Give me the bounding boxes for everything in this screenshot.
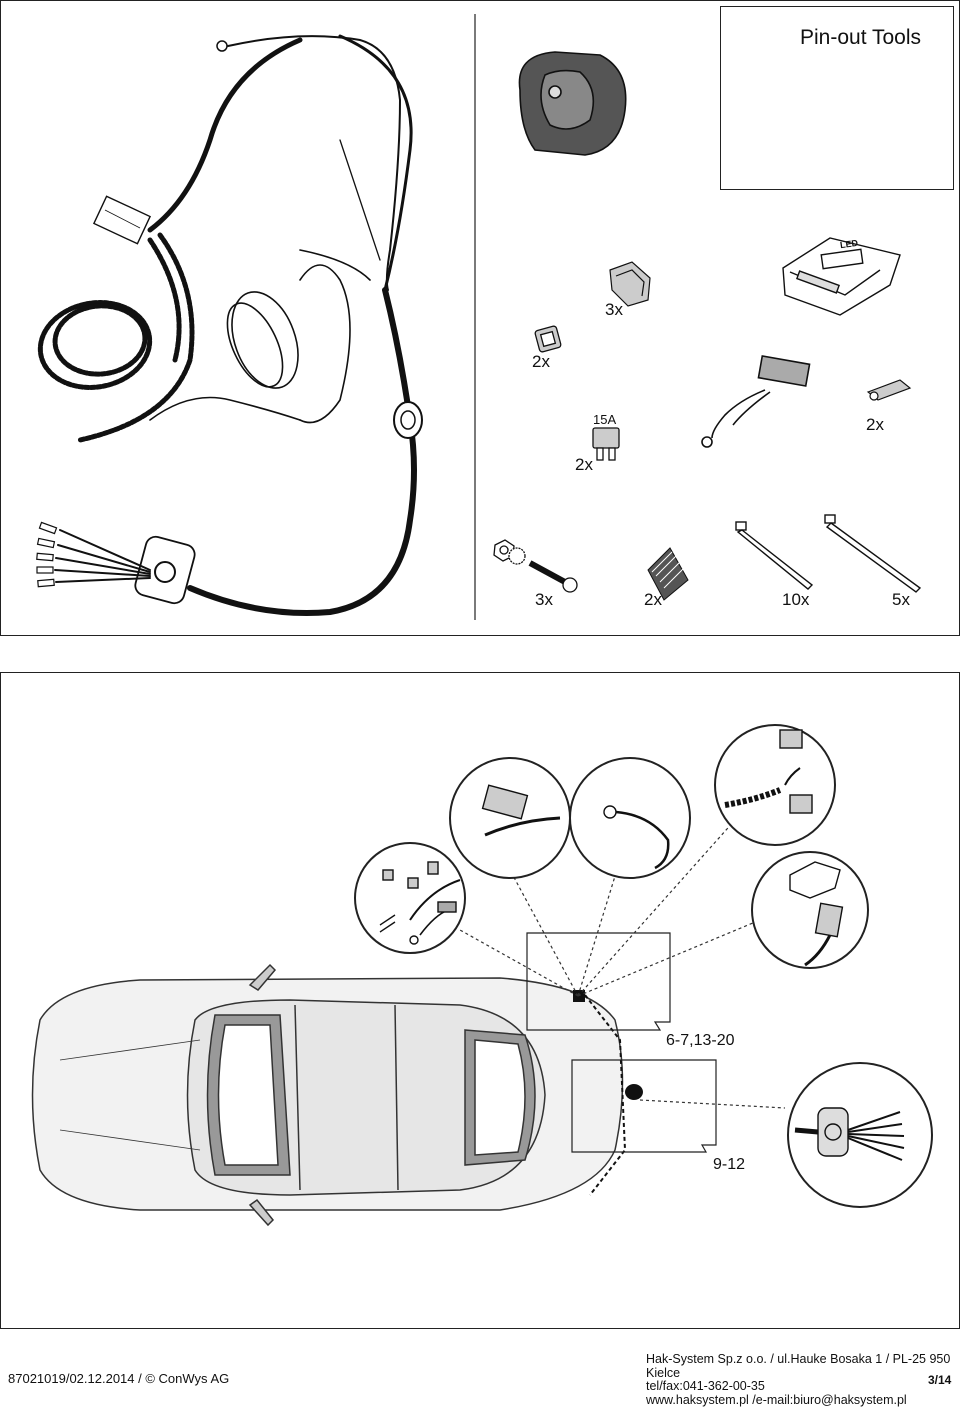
socket-location-marker (625, 1084, 643, 1100)
document-id: 87021019/02.12.2014 / © ConWys AG (8, 1371, 229, 1386)
car-top-view (33, 965, 626, 1225)
ref-label-rear: 9-12 (713, 1156, 745, 1174)
company-phone: tel/fax:041-362-00-35 (646, 1380, 960, 1394)
detail-circle-connectors (715, 725, 835, 845)
ref-label-front: 6-7,13-20 (666, 1032, 735, 1050)
company-info: Hak-System Sp.z o.o. / ul.Hauke Bosaka 1… (646, 1353, 960, 1407)
company-web: www.haksystem.pl /e-mail:biuro@haksystem… (646, 1394, 960, 1407)
detail-circle-ground (570, 758, 690, 878)
company-address: Hak-System Sp.z o.o. / ul.Hauke Bosaka 1… (646, 1353, 960, 1380)
detail-circle-parts (355, 843, 465, 953)
installation-illustration (0, 0, 960, 1330)
page-number: 3/14 (928, 1373, 951, 1387)
